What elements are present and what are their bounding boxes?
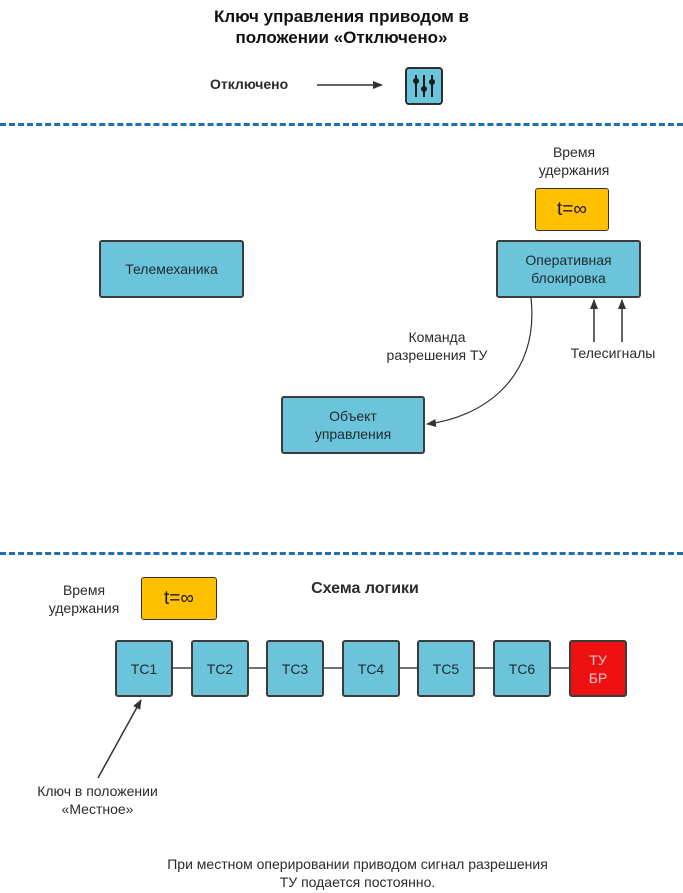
command-label: Команда разрешения ТУ <box>377 328 497 364</box>
hold-timer: t=∞ <box>535 188 609 231</box>
key-state-label: Отключено <box>210 76 289 92</box>
object-line-2: управления <box>314 426 392 442</box>
footer-note: При местном оперировании приводом сигнал… <box>0 855 683 891</box>
final-line-1: ТУ <box>589 651 607 668</box>
page-title: Ключ управления приводом в положении «От… <box>0 6 683 48</box>
object-line-1: Объект <box>329 408 377 424</box>
telesignals-label: Телесигналы <box>570 345 656 361</box>
chain-box-ts4: ТС4 <box>342 640 400 697</box>
final-line-2: БР <box>588 669 608 686</box>
telemechanics-box: Телемеханика <box>99 240 244 298</box>
command-line-1: Команда <box>408 329 466 345</box>
hold-time-line-2: удержания <box>538 162 610 178</box>
section-separator <box>0 552 683 555</box>
hold-time-2-line-2: удержания <box>48 600 120 616</box>
chain-box-ts6: ТС6 <box>493 640 551 697</box>
command-arrow <box>426 297 533 427</box>
section-separator <box>0 123 683 126</box>
key-local-line-1: Ключ в положении <box>37 783 158 799</box>
hold-time-line-1: Время <box>552 144 596 160</box>
chain-box-ts3: ТС3 <box>266 640 324 697</box>
hold-time-2-line-1: Время <box>62 582 106 598</box>
chain-box-ts2: ТС2 <box>191 640 249 697</box>
key-local-line-2: «Местное» <box>61 801 134 817</box>
mixer-switch-icon <box>405 67 443 105</box>
final-box-tu-br: ТУ БР <box>569 640 627 697</box>
footer-line-1: При местном оперировании приводом сигнал… <box>167 856 548 872</box>
op-block-line-1: Оперативная <box>525 252 612 268</box>
control-object-box: Объект управления <box>281 396 425 454</box>
hold-time-label-2: Время удержания <box>30 581 138 617</box>
key-local-label: Ключ в положении «Местное» <box>20 782 175 818</box>
logic-scheme-title: Схема логики <box>311 580 419 597</box>
mixer-switch-icon-glyph <box>413 75 435 97</box>
hold-time-label: Время удержания <box>522 143 626 179</box>
footer-line-2: ТУ подается постоянно. <box>279 874 436 890</box>
title-line-2: положении «Отключено» <box>235 28 448 47</box>
command-line-2: разрешения ТУ <box>386 347 488 363</box>
hold-timer-2: t=∞ <box>141 577 217 620</box>
title-line-1: Ключ управления приводом в <box>213 7 469 26</box>
chain-box-ts5: ТС5 <box>417 640 475 697</box>
chain-box-ts1: ТС1 <box>115 640 173 697</box>
op-block-line-2: блокировка <box>531 270 606 286</box>
operational-block-box: Оперативная блокировка <box>496 240 641 298</box>
key-local-arrow <box>97 699 142 779</box>
